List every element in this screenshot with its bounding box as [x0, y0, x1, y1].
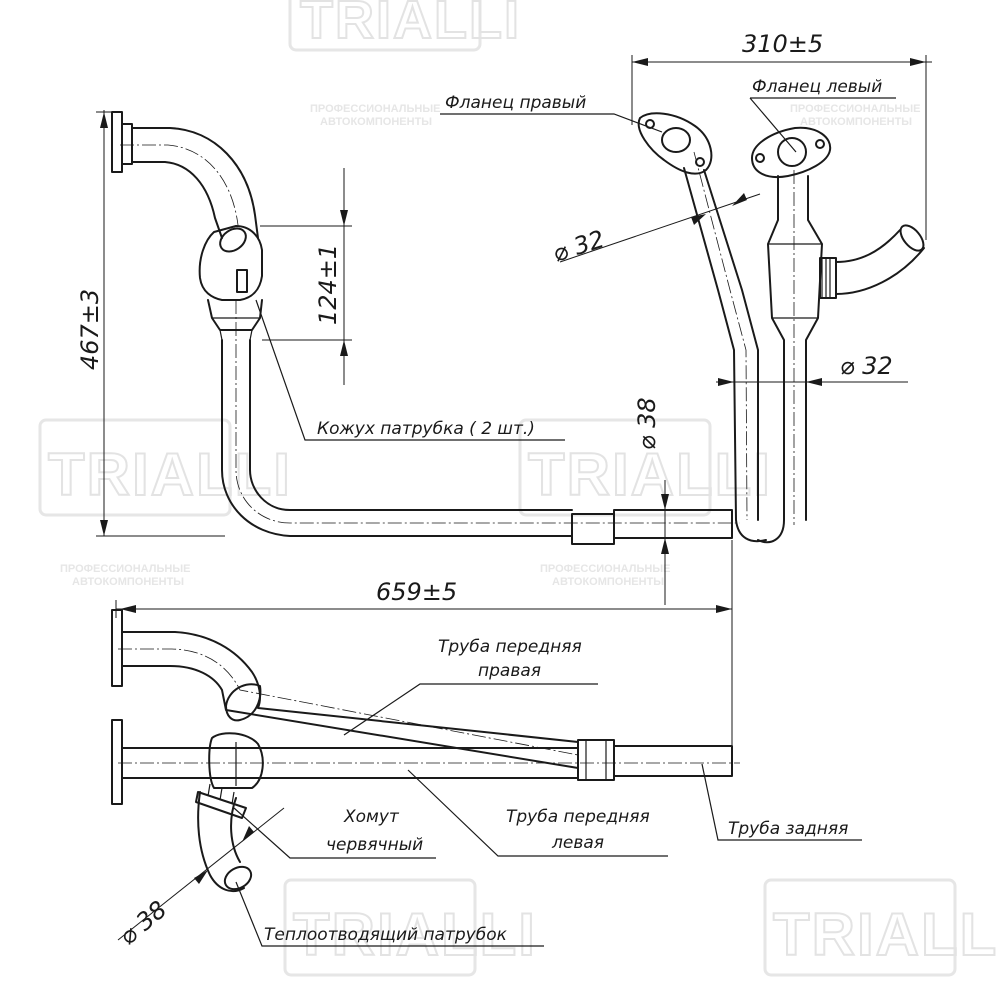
- label-cover: Кожух патрубка ( 2 шт.): [255, 299, 565, 441]
- dim-dia-tail: ⌀ 38: [633, 397, 669, 605]
- svg-text:АВТОКОМПОНЕНТЫ: АВТОКОМПОНЕНТЫ: [72, 576, 184, 588]
- plan-rear-pipe: [613, 745, 733, 777]
- watermark-bottom-right: TRIALLI: [763, 878, 1000, 977]
- plan-flange-left: [111, 719, 123, 805]
- watermark-top-right: ПРОФЕССИОНАЛЬНЫЕ АВТОКОМПОНЕНТЫ: [790, 103, 920, 128]
- dim-height-cover-text: 124±1: [314, 244, 342, 325]
- side-vertical-pipe: [221, 339, 573, 537]
- svg-text:Труба передняя: Труба передняя: [506, 807, 650, 827]
- svg-text:червячный: червячный: [326, 835, 423, 855]
- label-front-right: Труба передняя правая: [343, 637, 598, 736]
- side-cover-end: [219, 227, 247, 253]
- plan-front-left-pipe: [121, 747, 579, 779]
- dim-height-total: 467±3: [76, 110, 225, 537]
- svg-text:ПРОФЕССИОНАЛЬНЫЕ: ПРОФЕССИОНАЛЬНЫЕ: [790, 103, 920, 115]
- plan-flange-right: [111, 609, 123, 687]
- watermark-top-center: ПРОФЕССИОНАЛЬНЫЕ АВТОКОМПОНЕНТЫ: [310, 103, 440, 128]
- watermark-bottom-left: TRIALLI: [283, 878, 537, 977]
- svg-text:Хомут: Хомут: [343, 807, 400, 827]
- side-cover: [198, 225, 263, 301]
- plan-view: [111, 609, 740, 893]
- dim-dia-left-text: ⌀ 32: [840, 352, 893, 380]
- label-flange-right: Фланец правый: [440, 93, 663, 133]
- plan-clamp: [195, 791, 247, 819]
- dim-dia-tail-text: ⌀ 38: [633, 397, 661, 450]
- svg-text:TRIALLI: TRIALLI: [48, 441, 292, 508]
- svg-text:TRIALLI: TRIALLI: [300, 0, 521, 50]
- side-clamp: [236, 269, 248, 293]
- side-flange-collar: [121, 123, 133, 165]
- label-flange-left: Фланец левый: [749, 77, 896, 153]
- side-sleeve: [571, 513, 615, 545]
- front-view: [637, 112, 925, 544]
- side-tail-pipe: [613, 509, 733, 539]
- svg-text:Фланец левый: Фланец левый: [752, 77, 882, 97]
- svg-text:Фланец правый: Фланец правый: [445, 93, 586, 113]
- label-rear-pipe: Труба задняя: [701, 763, 862, 841]
- svg-text:АВТОКОМПОНЕНТЫ: АВТОКОМПОНЕНТЫ: [552, 576, 664, 588]
- plan-heat-branch: [197, 791, 245, 893]
- label-front-left: Труба передняя левая: [407, 769, 668, 857]
- side-flange: [111, 111, 123, 173]
- svg-text:ПРОФЕССИОНАЛЬНЫЕ: ПРОФЕССИОНАЛЬНЫЕ: [540, 563, 670, 575]
- svg-text:TRIALLI: TRIALLI: [528, 441, 772, 508]
- svg-text:АВТОКОМПОНЕНТЫ: АВТОКОМПОНЕНТЫ: [320, 116, 432, 128]
- svg-text:Теплоотводящий патрубок: Теплоотводящий патрубок: [264, 925, 508, 945]
- plan-junction-cover: [208, 732, 264, 789]
- svg-text:ПРОФЕССИОНАЛЬНЫЕ: ПРОФЕССИОНАЛЬНЫЕ: [60, 563, 190, 575]
- dim-width-top: 310±5: [631, 30, 932, 240]
- dim-width-top-text: 310±5: [742, 30, 823, 58]
- front-flange-left: [751, 126, 832, 178]
- dim-height-cover: 124±1: [260, 168, 352, 385]
- svg-text:левая: левая: [551, 833, 604, 853]
- front-branch: [819, 257, 837, 299]
- watermark-top: TRIALLI: [288, 0, 521, 52]
- svg-text:TRIALLI: TRIALLI: [773, 901, 1000, 968]
- side-upper-bend: [131, 127, 259, 239]
- svg-text:АВТОКОМПОНЕНТЫ: АВТОКОМПОНЕНТЫ: [800, 116, 912, 128]
- dim-dia-left: ⌀ 32: [716, 352, 908, 386]
- plan-sleeve: [577, 739, 615, 781]
- dim-height-total-text: 467±3: [76, 289, 104, 370]
- label-clamp: Хомут червячный: [233, 807, 436, 859]
- svg-text:Труба передняя: Труба передняя: [438, 637, 582, 657]
- svg-text:Кожух патрубка ( 2 шт.): Кожух патрубка ( 2 шт.): [317, 419, 535, 439]
- side-view: [111, 111, 740, 545]
- watermark-left: TRIALLI ПРОФЕССИОНАЛЬНЫЕ АВТОКОМПОНЕНТЫ: [38, 418, 292, 588]
- svg-text:TRIALLI: TRIALLI: [293, 901, 537, 968]
- dim-dia-right: ⌀ 32: [549, 193, 761, 268]
- dim-length-total: 659±5: [115, 540, 733, 745]
- label-heat-branch: Теплоотводящий патрубок: [235, 881, 544, 947]
- watermark-center: TRIALLI ПРОФЕССИОНАЛЬНЫЕ АВТОКОМПОНЕНТЫ: [518, 418, 772, 588]
- svg-text:ПРОФЕССИОНАЛЬНЫЕ: ПРОФЕССИОНАЛЬНЫЕ: [310, 103, 440, 115]
- svg-text:Труба задняя: Труба задняя: [728, 819, 848, 839]
- watermark-group: TRIALLI TRIALLI ПРОФЕССИОНАЛЬНЫЕ АВТОКОМ…: [38, 0, 1000, 977]
- dim-dia-right-text: ⌀ 32: [549, 225, 608, 268]
- svg-text:правая: правая: [478, 661, 541, 681]
- front-flange-right: [637, 112, 713, 175]
- dim-length-total-text: 659±5: [376, 578, 457, 606]
